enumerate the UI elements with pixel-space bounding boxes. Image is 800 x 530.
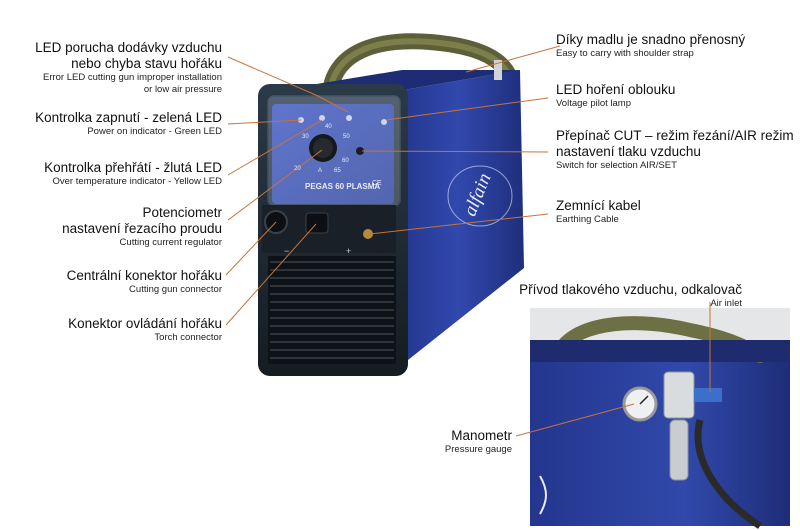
dial-tick-40: 40 <box>325 124 332 130</box>
label-air-inlet-en: Air inlet <box>710 298 742 309</box>
label-overheat-indicator-en: Over temperature indicator - Yellow LED <box>52 176 223 187</box>
label-overheat-indicator: Kontrolka přehřátí - žlutá LED Over temp… <box>4 160 222 188</box>
label-current-regulator-en: Cutting current regulator <box>119 237 222 248</box>
label-pressure-gauge-cz: Manometr <box>451 428 512 443</box>
label-gun-connector: Centrální konektor hořáku Cutting gun co… <box>4 268 222 296</box>
label-led-fault-cz-2: nebo chyba stavu hořáku <box>71 56 222 71</box>
label-led-fault-en-2: or low air pressure <box>143 84 222 95</box>
label-air-inlet-cz: Přívod tlakového vzduchu, odkalovač <box>519 282 742 297</box>
label-pilot-lamp-en: Voltage pilot lamp <box>556 98 631 109</box>
label-air-inlet: Přívod tlakového vzduchu, odkalovač Air … <box>500 282 742 310</box>
ce-mark: CE <box>372 180 382 187</box>
label-torch-connector-cz: Konektor ovládání hořáku <box>68 316 222 331</box>
label-earthing-cable-cz: Zemnící kabel <box>556 198 641 213</box>
label-air-switch: Přepínač CUT – režim řezání/AIR režim na… <box>556 128 796 172</box>
device-model-label: PEGAS 60 PLASMA <box>305 182 381 191</box>
leader-lines <box>225 45 711 437</box>
label-earthing-cable: Zemnící kabel Earthing Cable <box>556 198 796 226</box>
dial-tick-50: 50 <box>343 134 350 140</box>
label-shoulder-strap-cz: Díky madlu je snadno přenosný <box>556 32 746 47</box>
label-pilot-lamp-cz: LED hoření oblouku <box>556 82 676 97</box>
inset-photo <box>530 308 790 529</box>
label-led-fault-en-1: Error LED cutting gun improper installat… <box>42 72 222 83</box>
label-air-switch-cz-2: nastavení tlaku vzduchu <box>556 144 701 159</box>
dial-tick-20: 20 <box>294 166 301 172</box>
label-torch-connector: Konektor ovládání hořáku Torch connector <box>4 316 222 344</box>
label-led-fault-cz-1: LED porucha dodávky vzduchu <box>35 40 222 55</box>
label-power-indicator-en: Power on indicator - Green LED <box>87 126 222 137</box>
label-shoulder-strap-en: Easy to carry with shoulder strap <box>556 48 694 59</box>
socket-plus-mark: + <box>346 246 352 256</box>
label-led-fault: LED porucha dodávky vzduchu nebo chyba s… <box>4 40 222 96</box>
label-air-switch-en: Switch for selection AIR/SET <box>556 160 677 171</box>
label-gun-connector-cz: Centrální konektor hořáku <box>66 268 222 283</box>
label-shoulder-strap: Díky madlu je snadno přenosný Easy to ca… <box>556 32 796 60</box>
label-torch-connector-en: Torch connector <box>154 332 222 343</box>
label-current-regulator-cz-1: Potenciometr <box>142 205 222 220</box>
machine-body: alfain <box>258 33 524 376</box>
dial-unit-a: A <box>318 168 323 174</box>
label-gun-connector-en: Cutting gun connector <box>129 284 222 295</box>
label-pilot-lamp: LED hoření oblouku Voltage pilot lamp <box>556 82 796 110</box>
label-power-indicator-cz: Kontrolka zapnutí - zelená LED <box>35 110 222 125</box>
dial-tick-30: 30 <box>302 134 309 140</box>
label-pressure-gauge: Manometr Pressure gauge <box>400 428 512 456</box>
label-air-switch-cz-1: Přepínač CUT – režim řezání/AIR režim <box>556 128 794 143</box>
label-overheat-indicator-cz: Kontrolka přehřátí - žlutá LED <box>44 160 222 175</box>
dial-tick-65: 65 <box>334 168 341 174</box>
label-pressure-gauge-en: Pressure gauge <box>444 444 512 455</box>
dial-tick-60: 60 <box>342 158 349 164</box>
label-current-regulator: Potenciometr nastavení řezacího proudu C… <box>4 205 222 249</box>
socket-minus-mark: − <box>284 246 290 256</box>
label-current-regulator-cz-2: nastavení řezacího proudu <box>62 221 222 236</box>
label-power-indicator: Kontrolka zapnutí - zelená LED Power on … <box>4 110 222 138</box>
label-earthing-cable-en: Earthing Cable <box>556 214 619 225</box>
